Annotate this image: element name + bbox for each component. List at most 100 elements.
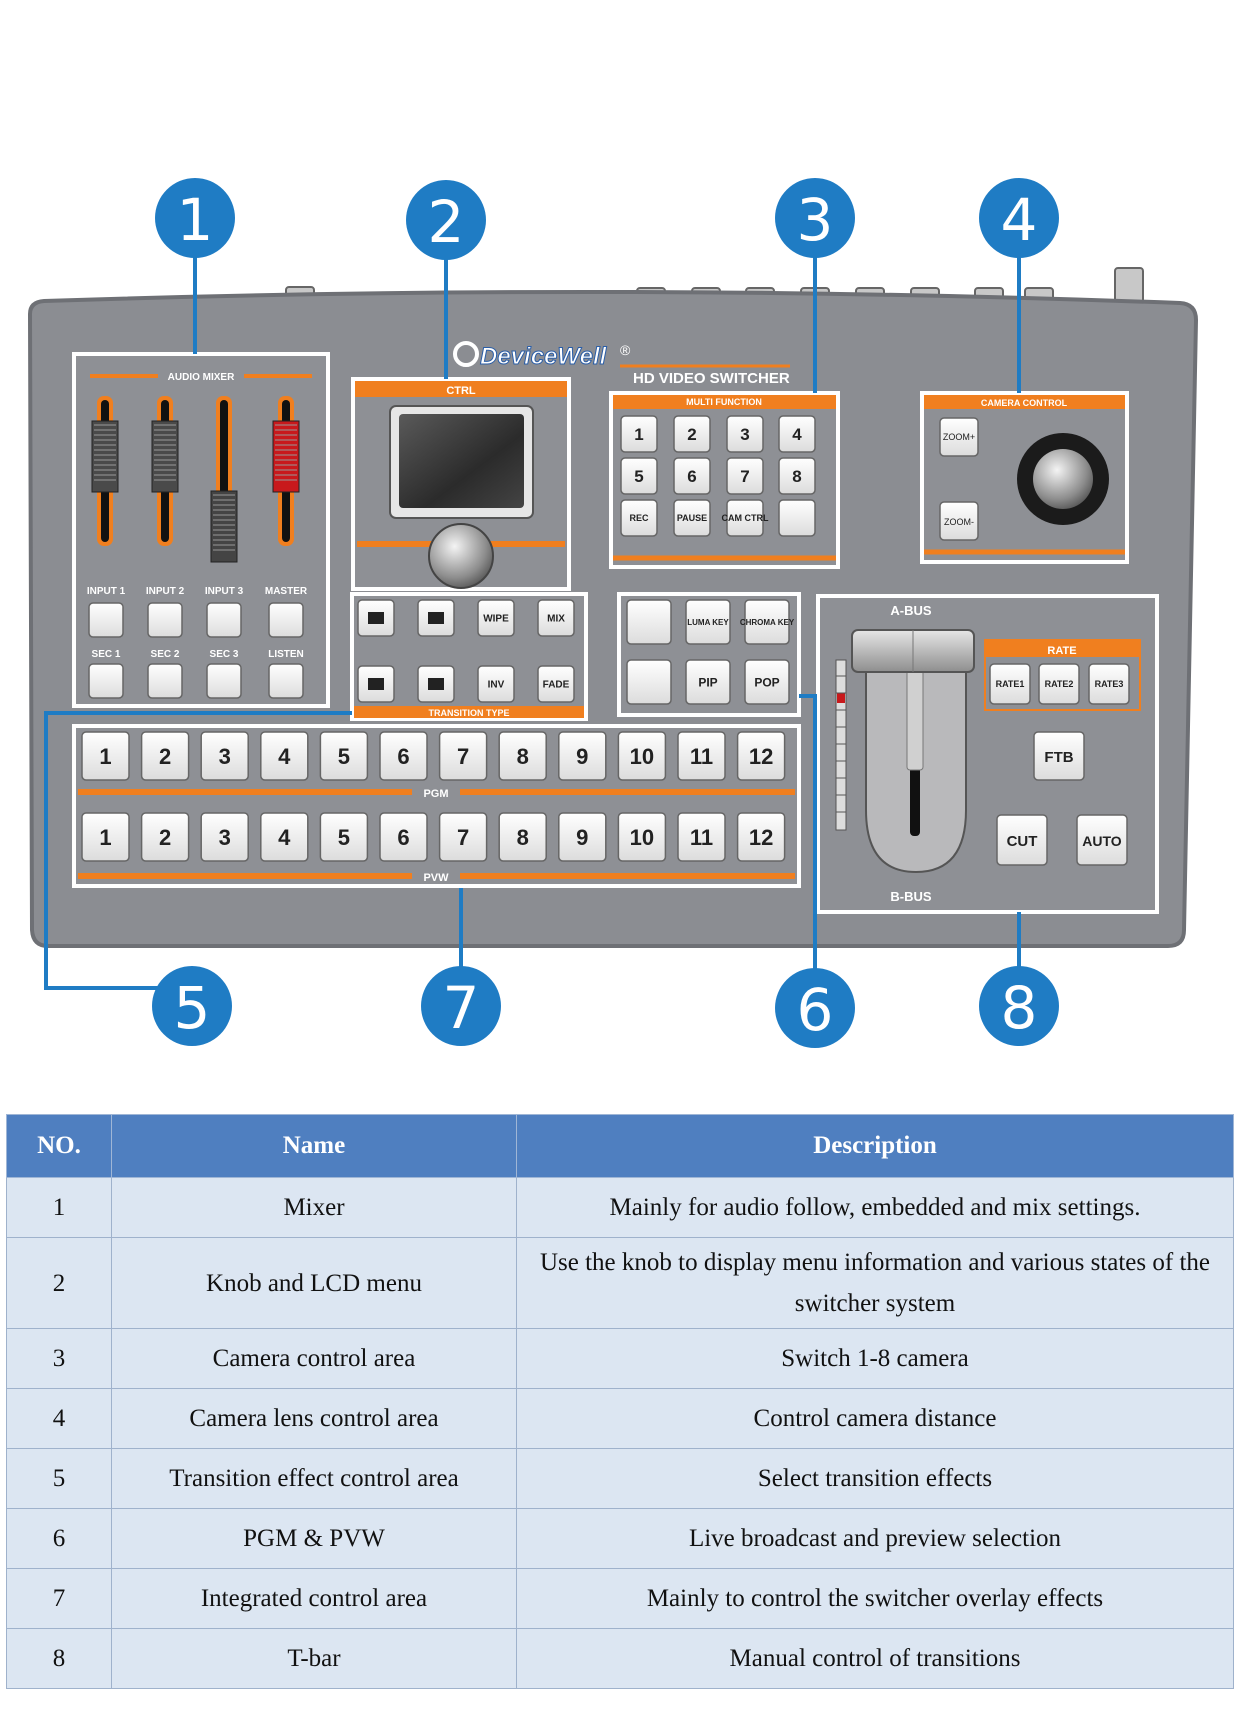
input-button-4[interactable] <box>268 602 304 638</box>
transition-button-7[interactable]: INV <box>477 665 515 703</box>
transition-button-4[interactable]: MIX <box>537 599 575 637</box>
pvw-button-3[interactable]: 3 <box>200 812 249 862</box>
pvw-button-1[interactable]: 1 <box>81 812 130 862</box>
effect-button-4[interactable] <box>626 659 672 705</box>
rate-button-3-label: RATE3 <box>1095 679 1124 689</box>
multi-function-title: MULTI FUNCTION <box>686 397 762 407</box>
transition-button-6[interactable] <box>417 665 455 703</box>
pgm-button-11[interactable]: 11 <box>677 731 726 781</box>
callout-8: 8 <box>1001 974 1038 1042</box>
rate-button-2[interactable]: RATE2 <box>1038 663 1080 705</box>
pgm-button-1-label: 1 <box>99 744 111 769</box>
pvw-button-11[interactable]: 11 <box>677 812 726 862</box>
model-label: HD VIDEO SWITCHER <box>633 370 790 387</box>
pvw-button-4-label: 4 <box>278 825 291 850</box>
pgm-button-9-label: 9 <box>576 744 588 769</box>
pvw-button-10[interactable]: 10 <box>617 812 667 862</box>
rate-button-3[interactable]: RATE3 <box>1088 663 1130 705</box>
multi-function-key-2[interactable]: 2 <box>673 415 711 453</box>
input-label: MASTER <box>265 586 308 597</box>
auto-button[interactable]: AUTO <box>1076 814 1128 866</box>
multi-function-key-7[interactable]: 7 <box>726 457 764 495</box>
row-name: Camera lens control area <box>111 1388 517 1449</box>
row-desc: Select transition effects <box>516 1448 1234 1509</box>
row-desc: Live broadcast and preview selection <box>516 1508 1234 1569</box>
multi-function-key-4[interactable]: 4 <box>778 415 816 453</box>
multi-function-key-3[interactable]: 3 <box>726 415 764 453</box>
pgm-button-7-label: 7 <box>457 744 469 769</box>
multi-function-key-9[interactable]: REC <box>620 499 658 537</box>
sec-label: SEC 3 <box>210 649 239 660</box>
transition-button-5[interactable] <box>357 665 395 703</box>
effect-button-2[interactable]: LUMA KEY <box>685 599 731 645</box>
multi-function-key-10[interactable]: PAUSE <box>673 499 711 537</box>
pgm-button-5[interactable]: 5 <box>319 731 369 781</box>
pvw-button-7[interactable]: 7 <box>438 812 488 862</box>
fader-3[interactable] <box>210 396 238 563</box>
row-name: T-bar <box>111 1628 517 1689</box>
ptz-joystick[interactable] <box>1033 449 1093 509</box>
wipe-pattern-icon <box>368 678 384 690</box>
multi-function-key-11[interactable]: CAM CTRL <box>722 499 769 537</box>
sec-button-4[interactable] <box>268 663 304 699</box>
multi-function-key-6[interactable]: 6 <box>673 457 711 495</box>
fader-4[interactable] <box>272 396 300 546</box>
camera-control-title: CAMERA CONTROL <box>981 398 1068 408</box>
pvw-button-6[interactable]: 6 <box>379 812 428 862</box>
pgm-button-4[interactable]: 4 <box>260 731 309 781</box>
pvw-button-4[interactable]: 4 <box>260 812 309 862</box>
input-button-3[interactable] <box>206 602 242 638</box>
zoom-out-button[interactable]: ZOOM- <box>939 501 979 541</box>
pgm-button-2-label: 2 <box>159 744 171 769</box>
pvw-button-8-label: 8 <box>517 825 529 850</box>
cut-button[interactable]: CUT <box>996 814 1048 866</box>
multi-function-key-12[interactable] <box>778 499 816 537</box>
pvw-button-5[interactable]: 5 <box>319 812 369 862</box>
input-label: INPUT 2 <box>146 586 185 597</box>
fader-1[interactable] <box>91 396 119 546</box>
transition-button-1[interactable] <box>357 599 395 637</box>
sec-button-3[interactable] <box>206 663 242 699</box>
ftb-button[interactable]: FTB <box>1033 731 1085 781</box>
pgm-button-3[interactable]: 3 <box>200 731 249 781</box>
pgm-button-8[interactable]: 8 <box>498 731 547 781</box>
effect-button-5[interactable]: PIP <box>685 659 731 705</box>
sec-button-2[interactable] <box>147 663 183 699</box>
multi-function-key-5[interactable]: 5 <box>620 457 658 495</box>
pgm-button-2[interactable]: 2 <box>140 731 190 781</box>
pgm-button-12[interactable]: 12 <box>736 731 786 781</box>
pgm-button-8-label: 8 <box>517 744 529 769</box>
transition-button-3[interactable]: WIPE <box>477 599 515 637</box>
pvw-button-8[interactable]: 8 <box>498 812 547 862</box>
row-desc: Mainly for audio follow, embedded and mi… <box>516 1177 1234 1238</box>
pgm-button-6[interactable]: 6 <box>379 731 428 781</box>
zoom-out-label: ZOOM- <box>944 517 974 527</box>
callout-4: 4 <box>1001 186 1038 254</box>
pgm-button-10-label: 10 <box>630 744 654 769</box>
input-button-2[interactable] <box>147 602 183 638</box>
effect-button-6[interactable]: POP <box>744 659 790 705</box>
fader-2[interactable] <box>151 396 179 546</box>
menu-knob[interactable] <box>428 523 494 589</box>
sec-button-1[interactable] <box>88 663 124 699</box>
pvw-button-12[interactable]: 12 <box>736 812 786 862</box>
rate-button-1[interactable]: RATE1 <box>989 663 1031 705</box>
pgm-button-9[interactable]: 9 <box>558 731 607 781</box>
pvw-button-9[interactable]: 9 <box>558 812 607 862</box>
effect-button-1[interactable] <box>626 599 672 645</box>
transition-button-2[interactable] <box>417 599 455 637</box>
transition-button-8[interactable]: FADE <box>537 665 575 703</box>
pgm-button-7[interactable]: 7 <box>438 731 488 781</box>
multi-function-key-8[interactable]: 8 <box>778 457 816 495</box>
zoom-in-button[interactable]: ZOOM+ <box>939 417 979 457</box>
multi-function-key-1[interactable]: 1 <box>620 415 658 453</box>
pgm-button-10[interactable]: 10 <box>617 731 667 781</box>
row-no: 7 <box>6 1568 112 1629</box>
input-button-1[interactable] <box>88 602 124 638</box>
multi-function-key-8-label: 8 <box>792 467 801 486</box>
pvw-button-2[interactable]: 2 <box>140 812 190 862</box>
pgm-button-1[interactable]: 1 <box>81 731 130 781</box>
effect-button-3[interactable]: CHROMA KEY <box>740 599 795 645</box>
